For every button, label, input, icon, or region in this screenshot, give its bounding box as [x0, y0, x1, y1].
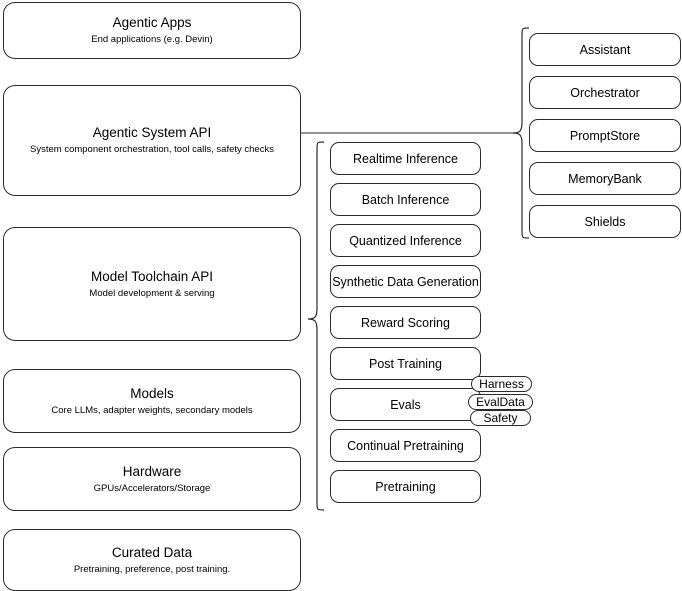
layer-box-hardware[interactable]: Hardware GPUs/Accelerators/Storage — [3, 447, 301, 511]
layer-title: Agentic System API — [92, 125, 212, 140]
capability-label: Pretraining — [375, 479, 436, 494]
capability-box-post-training[interactable]: Post Training — [330, 347, 481, 380]
pill-label: EvalData — [476, 394, 525, 409]
capability-box-reward-scoring[interactable]: Reward Scoring — [330, 306, 481, 339]
capability-label: Reward Scoring — [361, 315, 450, 330]
component-label: Assistant — [579, 42, 631, 57]
capability-label: Batch Inference — [361, 192, 450, 207]
pill-safety[interactable]: Safety — [470, 410, 531, 426]
component-box-memorybank[interactable]: MemoryBank — [529, 162, 681, 195]
layer-box-models[interactable]: Models Core LLMs, adapter weights, secon… — [3, 369, 301, 433]
layer-subtitle: Model development & serving — [89, 287, 215, 299]
component-box-shields[interactable]: Shields — [529, 205, 681, 238]
pill-evaldata[interactable]: EvalData — [468, 394, 533, 410]
capability-label: Realtime Inference — [353, 151, 458, 166]
layer-subtitle: Core LLMs, adapter weights, secondary mo… — [51, 404, 253, 416]
layer-box-agentic-system-api[interactable]: Agentic System API System component orch… — [3, 85, 301, 196]
layer-title: Curated Data — [111, 544, 193, 560]
pill-label: Safety — [483, 410, 518, 425]
layer-subtitle: Pretraining, preference, post training. — [73, 563, 231, 575]
component-label: Shields — [584, 214, 626, 229]
pill-label: Harness — [479, 376, 524, 391]
capability-box-batch-inference[interactable]: Batch Inference — [330, 183, 481, 216]
capability-box-pretraining[interactable]: Pretraining — [330, 470, 481, 503]
component-label: PromptStore — [569, 128, 641, 143]
layer-box-agentic-apps[interactable]: Agentic Apps End applications (e.g. Devi… — [3, 2, 301, 59]
component-box-promptstore[interactable]: PromptStore — [529, 119, 681, 152]
layer-subtitle: End applications (e.g. Devin) — [91, 34, 213, 45]
capability-label: Evals — [390, 397, 421, 412]
capability-label: Quantized Inference — [349, 233, 462, 248]
capability-box-quantized-inference[interactable]: Quantized Inference — [330, 224, 481, 257]
layer-title: Model Toolchain API — [90, 268, 214, 284]
component-box-orchestrator[interactable]: Orchestrator — [529, 76, 681, 109]
capability-label: Continual Pretraining — [347, 438, 464, 453]
layer-subtitle: GPUs/Accelerators/Storage — [93, 482, 211, 494]
capability-box-evals[interactable]: Evals — [330, 388, 481, 421]
layer-box-curated-data[interactable]: Curated Data Pretraining, preference, po… — [3, 529, 301, 591]
capability-box-synthetic-data-generation[interactable]: Synthetic Data Generation — [330, 265, 481, 298]
layer-title: Agentic Apps — [112, 15, 192, 30]
brace-toolchain-capabilities — [307, 141, 325, 511]
pill-harness[interactable]: Harness — [471, 376, 532, 392]
capability-box-realtime-inference[interactable]: Realtime Inference — [330, 142, 481, 175]
capability-box-continual-pretraining[interactable]: Continual Pretraining — [330, 429, 481, 462]
layer-box-model-toolchain-api[interactable]: Model Toolchain API Model development & … — [3, 227, 301, 341]
layer-subtitle: System component orchestration, tool cal… — [30, 144, 274, 155]
brace-system-components — [512, 27, 530, 239]
capability-label: Post Training — [369, 356, 442, 371]
component-box-assistant[interactable]: Assistant — [529, 33, 681, 66]
capability-label: Synthetic Data Generation — [332, 274, 479, 289]
layer-title: Models — [130, 385, 174, 401]
component-label: Orchestrator — [570, 85, 640, 100]
layer-title: Hardware — [122, 463, 182, 479]
component-label: MemoryBank — [568, 171, 642, 186]
